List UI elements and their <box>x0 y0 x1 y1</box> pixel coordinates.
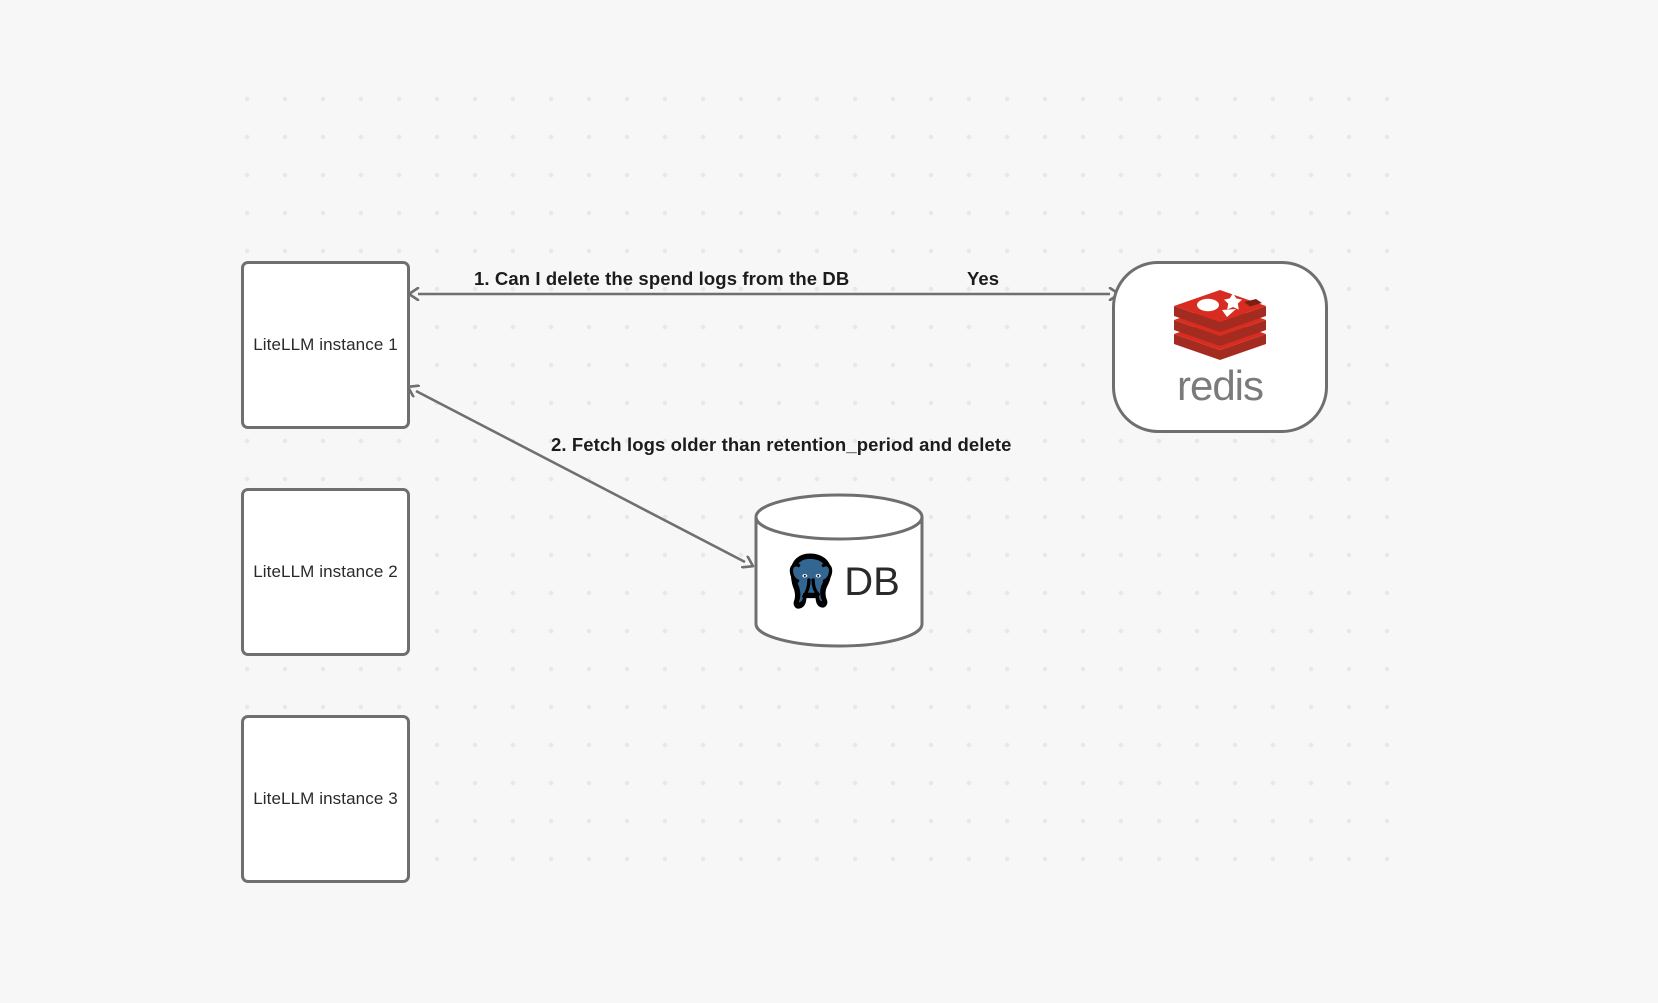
node-label: LiteLLM instance 2 <box>253 562 398 581</box>
redis-wordmark: redis <box>1176 361 1264 409</box>
edge-label-step-1: 1. Can I delete the spend logs from the … <box>474 268 850 289</box>
postgresql-elephant-icon <box>789 553 833 609</box>
node-database[interactable]: DB <box>753 493 925 648</box>
cylinder-shape-icon <box>754 493 924 648</box>
node-label: LiteLLM instance 1 <box>253 335 398 354</box>
node-redis[interactable]: redis <box>1112 261 1328 433</box>
node-label: LiteLLM instance 3 <box>253 789 398 808</box>
edge-label-redis-reply: Yes <box>967 268 1000 289</box>
node-litellm-instance-1[interactable]: LiteLLM instance 1 <box>241 261 410 429</box>
db-node-content: DB <box>753 539 925 625</box>
node-litellm-instance-2[interactable]: LiteLLM instance 2 <box>241 488 410 656</box>
node-litellm-instance-3[interactable]: LiteLLM instance 3 <box>241 715 410 883</box>
edge-label-step-2: 2. Fetch logs older than retention_perio… <box>551 434 1012 455</box>
redis-logo-icon <box>1174 289 1266 360</box>
edge-litellm1-to-db <box>416 391 745 562</box>
db-label: DB <box>844 560 900 604</box>
